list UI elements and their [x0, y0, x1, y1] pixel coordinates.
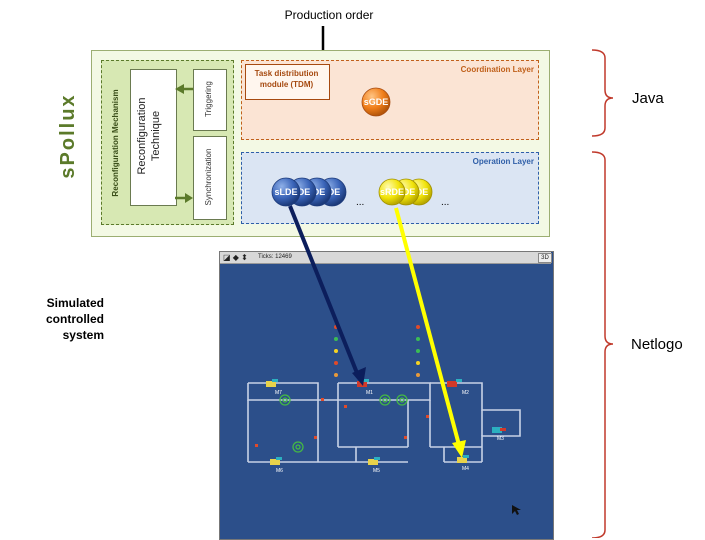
tdm-line1: Task distribution [254, 69, 319, 78]
coordination-layer-title: Coordination Layer [460, 65, 534, 74]
java-bracket [591, 49, 614, 137]
tdm-box [245, 64, 330, 100]
java-label: Java [632, 90, 664, 107]
netlogo-window [219, 251, 554, 540]
triggering-box [193, 69, 227, 131]
reconfiguration-mechanism-title: Reconfiguration Mechanism [111, 89, 120, 197]
reconfiguration-technique-label: Reconfiguration Technique [135, 72, 171, 200]
reconfiguration-technique-box [130, 69, 177, 206]
synchronization-label: Synchronization [204, 148, 213, 206]
triggering-label: Triggering [204, 81, 213, 117]
technique-line2: Technique [150, 110, 162, 162]
production-order-label: Production order [284, 8, 374, 22]
spollux-label: sPollux [57, 93, 79, 179]
operation-layer-title: Operation Layer [472, 157, 534, 166]
simulated-system-label: Simulated controlled system [20, 295, 104, 343]
tdm-label: Task distribution module (TDM) [245, 68, 328, 90]
simulated-line2: controlled [45, 312, 104, 326]
netlogo-toolbar-icons[interactable]: ◪ ◆ ⬍ [223, 253, 248, 262]
synchronization-box [193, 136, 227, 220]
netlogo-label: Netlogo [631, 336, 683, 353]
technique-line1: Reconfiguration [136, 97, 148, 175]
ticks-label: Ticks: 12469 [258, 254, 292, 260]
netlogo-bracket [591, 151, 614, 538]
tdm-line2: module (TDM) [259, 80, 314, 89]
simulated-line3: system [62, 328, 104, 342]
simulated-line1: Simulated [46, 296, 104, 310]
view-3d-button[interactable]: 3D [538, 253, 552, 263]
